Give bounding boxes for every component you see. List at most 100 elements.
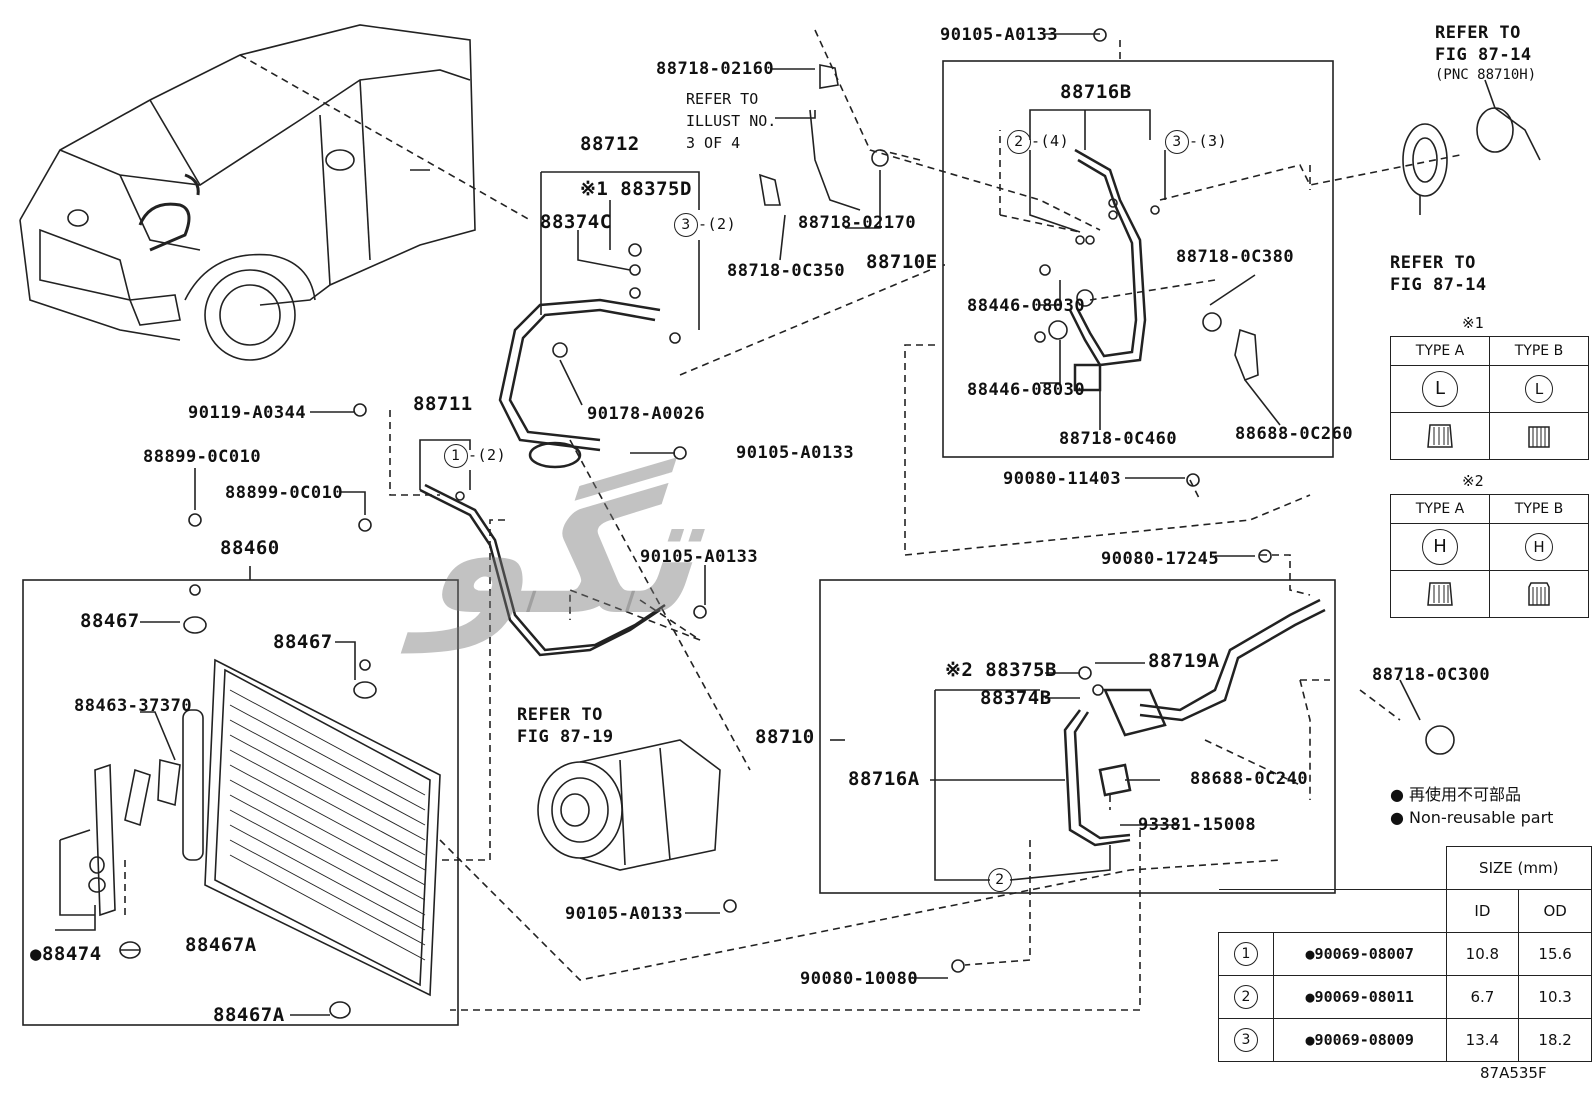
pipe-88712 [498,298,661,469]
part-label-88718-0c300: 88718-0C300 [1372,665,1491,685]
refer-illust-line3: 3 OF 4 [686,134,741,152]
part-label-88446-08030-a: 88446-08030 [967,296,1086,316]
refer-fig-87-19-line2: FIG 87-19 [517,727,614,747]
size-row: 2 ●90069-08011 6.7 10.3 [1218,975,1592,1019]
part-label-88375b: ※2 88375B [945,659,1057,681]
refer-fig-87-19-line1: REFER TO [517,705,603,725]
seal-1-icon: 1 [444,444,468,468]
part-label-88474: ●88474 [30,943,102,965]
seal-id: 13.4 [1445,1018,1520,1062]
part-label-88467a-a: 88467A [185,934,257,956]
legend-non-reusable-en: ● Non-reusable part [1390,808,1554,827]
part-label-90080-10080: 90080-10080 [800,969,919,989]
tube-88710-box [819,579,1336,894]
leader-lines [124,29,1461,1011]
condenser-box [22,579,459,1026]
part-label-88710: 88710 [755,726,815,748]
refer-illust-line2: ILLUST NO. [686,112,777,130]
part-label-88718-02170: 88718-02170 [798,213,917,233]
type-a-header: TYPE A [1390,494,1490,524]
h-mark-type-a-icon: H [1390,523,1490,571]
pipe-88710E [1068,148,1147,392]
type-table-2-mark: ※2 [1462,472,1484,490]
circle-3-qty-3: 3-(3) [1165,130,1227,154]
part-label-88688-0c240: 88688-0C240 [1190,769,1309,789]
legend-non-reusable-jp: ● 再使用不可部品 [1390,785,1522,804]
refer-fig-87-14-line2: FIG 87-14 [1435,45,1532,65]
part-label-90105-a0133-mid: 90105-A0133 [736,443,855,463]
cap-type-b-icon [1489,412,1589,460]
part-label-88719a: 88719A [1148,650,1220,672]
type-b-header: TYPE B [1489,336,1589,366]
part-label-88467-a: 88467 [80,610,140,632]
part-label-90105-a0133-mid2: 90105-A0133 [640,547,759,567]
part-label-88718-02160: 88718-02160 [656,59,775,79]
part-label-88716a: 88716A [848,768,920,790]
size-od-header: OD [1518,889,1592,933]
seal-1-icon: 1 [1233,942,1258,966]
seal-3-icon: 3 [1165,130,1189,154]
part-label-88899-0c010-b: 88899-0C010 [225,483,344,503]
vehicle-illustration [19,24,476,361]
part-label-88716b: 88716B [1060,81,1132,103]
cap-type-a-icon [1390,570,1490,618]
type-a-header: TYPE A [1390,336,1490,366]
seal-od: 15.6 [1518,932,1592,976]
seal-part-number: ●90069-08011 [1272,975,1447,1019]
seal-2-icon: 2 [1233,985,1258,1009]
seal-part-number: ●90069-08009 [1272,1018,1447,1062]
part-label-88711: 88711 [413,393,473,415]
part-label-88718-0c350: 88718-0C350 [727,261,846,281]
part-label-88463-37370: 88463-37370 [74,696,193,716]
part-label-88710e: 88710E [866,251,938,273]
part-label-90080-17245: 90080-17245 [1101,549,1220,569]
size-row: 1 ●90069-08007 10.8 15.6 [1218,932,1592,976]
part-label-90080-11403: 90080-11403 [1003,469,1122,489]
pipe-88710 [1063,598,1326,847]
seal-2-icon: 2 [988,868,1012,892]
size-id-header: ID [1445,889,1520,933]
type-table-1-mark: ※1 [1462,314,1484,332]
pipe-88711 [419,483,666,657]
size-row: 3 ●90069-08009 13.4 18.2 [1218,1018,1592,1062]
circle-2-bottom: 2 [988,868,1012,892]
h-mark-type-b-icon: H [1489,523,1589,571]
seal-3-icon: 3 [674,213,698,237]
part-label-88374c: 88374C [540,211,612,233]
part-label-90105-a0133-bot: 90105-A0133 [565,904,684,924]
part-label-88712: 88712 [580,133,640,155]
part-label-88446-08030-b: 88446-08030 [967,380,1086,400]
part-label-88375d: ※1 88375D [580,178,692,200]
refer-fig-87-14b-line1: REFER TO [1390,253,1476,273]
part-label-90178-a0026: 90178-A0026 [587,404,706,424]
circle-2-qty-4: 2-(4) [1007,130,1069,154]
part-leaders [120,33,1496,1016]
refer-pnc-88710h: (PNC 88710H) [1435,67,1537,83]
condenser-illustration [55,658,441,997]
part-label-90105-a0133: 90105-A0133 [940,25,1059,45]
l-mark-type-b-icon: L [1489,365,1589,413]
seal-2-icon: 2 [1007,130,1031,154]
cap-type-b-icon [1489,570,1589,618]
seal-size-table: SIZE (mm) ID OD 1 ●90069-08007 10.8 15.6… [1218,846,1592,1062]
l-mark-type-a-icon: L [1390,365,1490,413]
seal-id: 10.8 [1445,932,1520,976]
circle-3-qty-2: 3-(2) [674,213,736,237]
seal-od: 18.2 [1518,1018,1592,1062]
part-label-88467-b: 88467 [273,631,333,653]
part-label-90119-a0344: 90119-A0344 [188,403,307,423]
size-header: SIZE (mm) [1445,846,1592,890]
refer-fig-87-14b-line2: FIG 87-14 [1390,275,1487,295]
compressor-illustration [537,739,721,871]
part-label-93381-15008: 93381-15008 [1138,815,1257,835]
part-label-88467a-b: 88467A [213,1004,285,1026]
part-label-88374b: 88374B [980,687,1052,709]
type-b-header: TYPE B [1489,494,1589,524]
circle-1-qty-2: 1-(2) [444,444,506,468]
refer-illust-line1: REFER TO [686,90,759,108]
part-label-88460: 88460 [220,537,280,559]
figure-code: 87A535F [1480,1064,1547,1082]
seal-od: 10.3 [1518,975,1592,1019]
